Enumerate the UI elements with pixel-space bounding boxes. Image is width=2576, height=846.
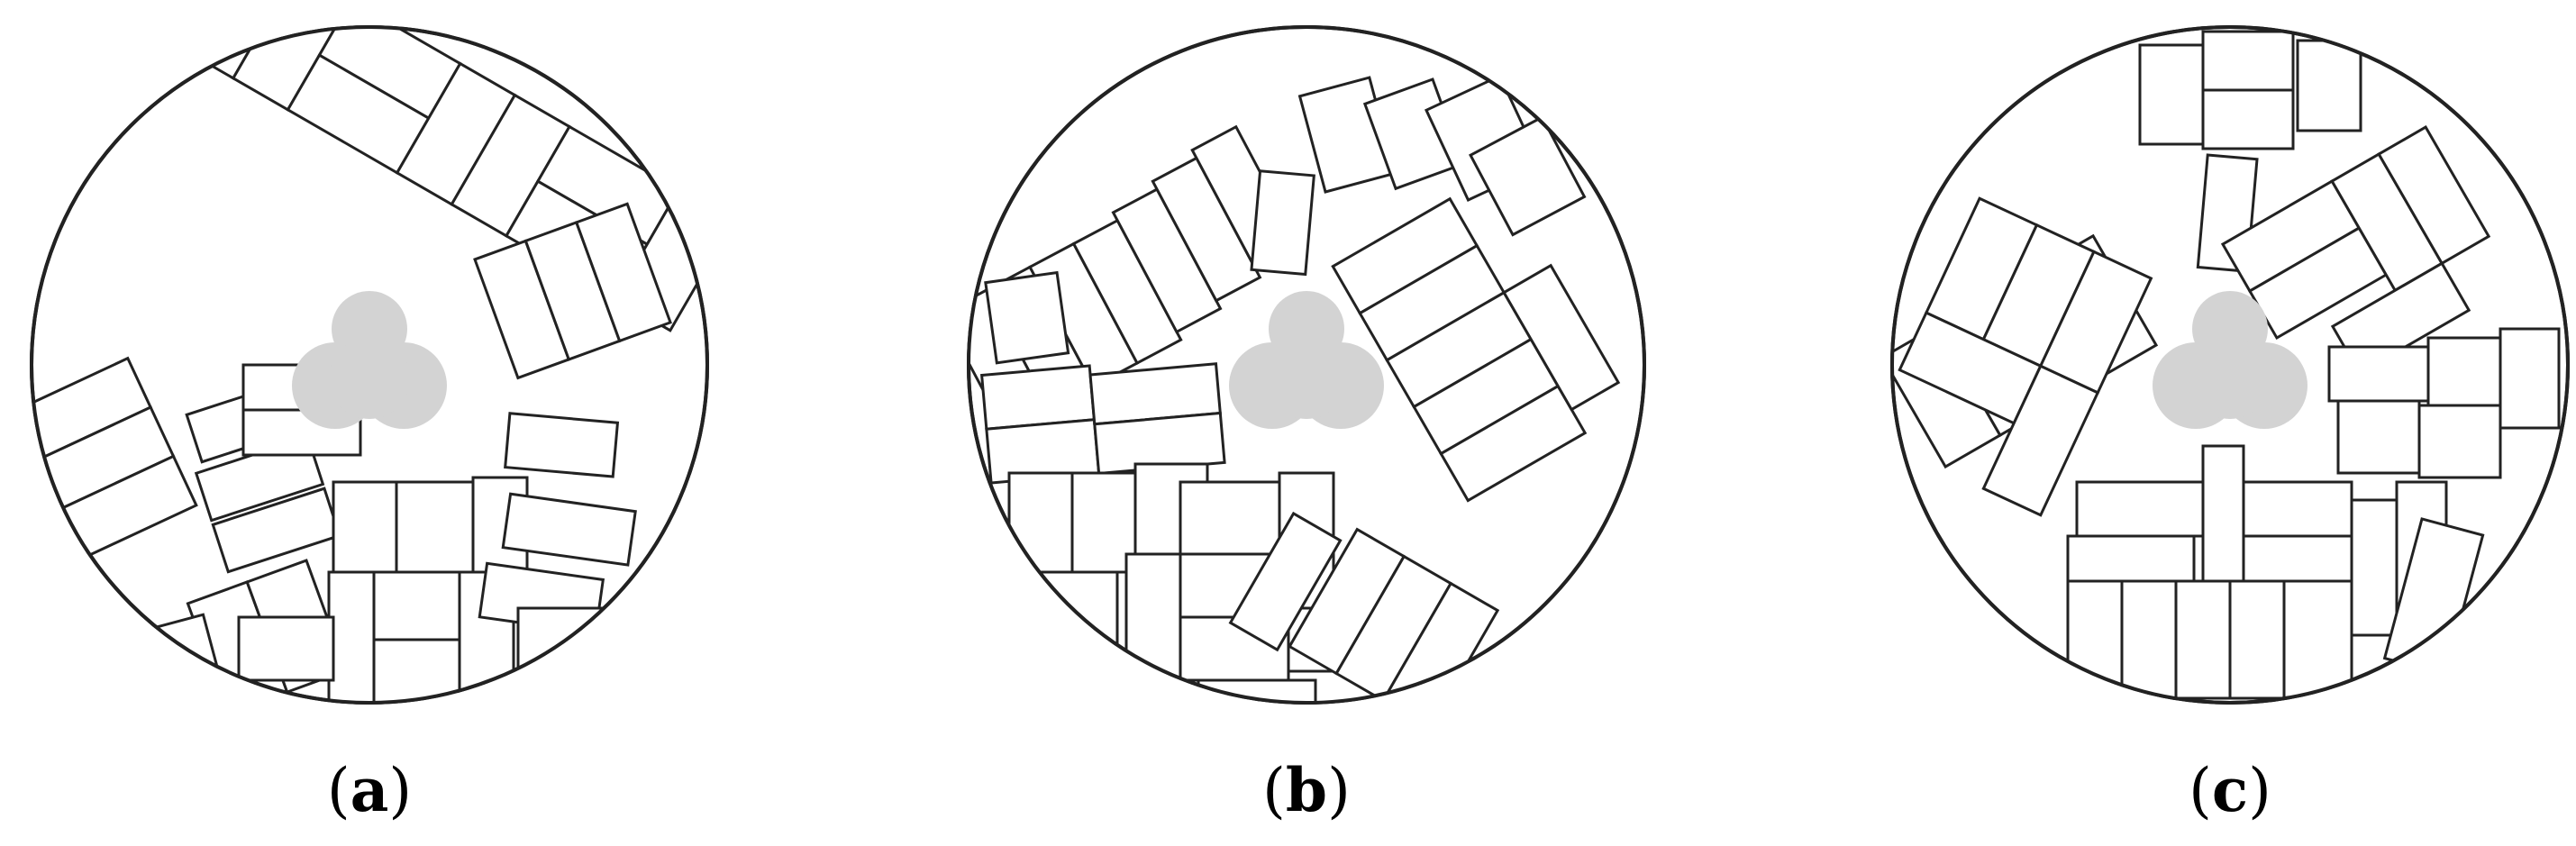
panel-a: (a) [30,25,709,825]
brick-tile [1197,678,1317,703]
brick-tile [2075,480,2205,538]
panel-b: (b) [967,25,1646,825]
brick-tile [1250,169,1315,277]
brick-tile [2296,39,2362,132]
brick-tile [2120,579,2178,700]
brick-tile [2201,30,2295,92]
brick-tile [332,480,398,574]
brick-tile [984,270,1070,365]
brick-tile [2228,579,2286,700]
brick-tile [980,364,1097,431]
brick-tile [2242,534,2353,583]
brick-tile [1228,511,1343,652]
brick-tile [372,570,461,641]
panel-label-a: (a) [327,755,412,825]
brick-tile [2174,579,2232,700]
brick-tile [1070,471,1137,574]
brick-tile [372,638,461,703]
brick-tile [2066,534,2196,583]
brick-tile [395,480,475,574]
panel-c: (c) [1890,25,2570,825]
panel-label-c: (c) [2189,755,2271,825]
brick-tile [1358,243,1506,362]
brick-tile [2242,480,2353,538]
brick-tile [504,412,620,478]
brick-tile [2426,336,2502,407]
core-shape-a [292,291,447,429]
brick-tile [2138,43,2205,146]
tile-group-b [969,74,1621,703]
tile-group-c [1892,30,2561,700]
brick-tile [2377,125,2491,266]
brick-tile [574,202,672,343]
core-shape-b [1229,291,1384,429]
brick-tile [2201,88,2295,150]
brick-tile [516,606,619,682]
brick-tile [327,570,376,703]
brick-tile [1179,480,1281,556]
brick-tile [2417,404,2502,479]
brick-tile [211,487,341,574]
brick-tile [2350,498,2399,637]
brick-tile [237,615,335,682]
brick-tile [1981,364,2100,517]
brick-tile [2327,345,2430,403]
brick-tile [1007,471,1074,574]
brick-tile [2282,579,2353,700]
panel-label-b: (b) [1262,755,1351,825]
brick-tile [2201,444,2245,583]
brick-tile [1124,552,1182,691]
brick-tile [2336,399,2421,475]
core-shape-c [2153,291,2307,429]
brick-tile [501,492,637,567]
brick-tile [2499,327,2561,430]
brick-tile [1502,263,1621,412]
brick-tile [1469,115,1587,237]
